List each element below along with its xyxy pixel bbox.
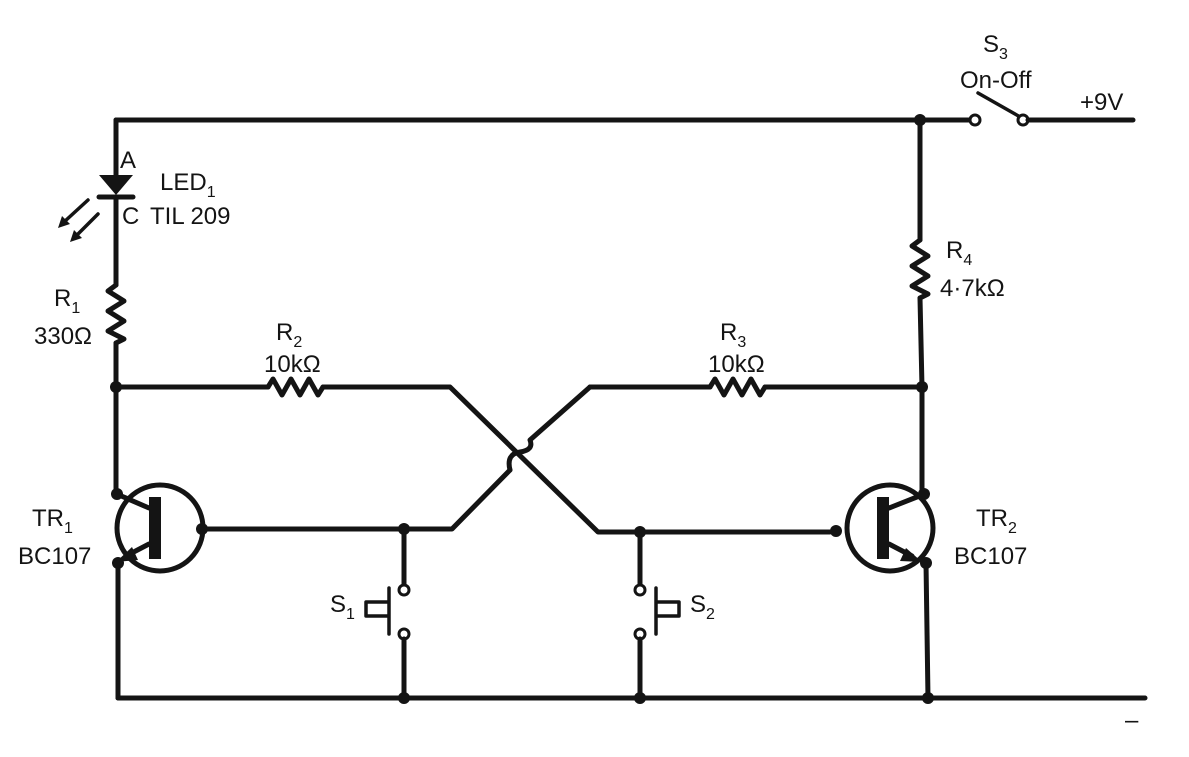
led-label: LED1 bbox=[160, 169, 216, 201]
s3-label: S3 bbox=[983, 31, 1008, 63]
r3-resistor bbox=[707, 376, 768, 398]
led-anode-label: A bbox=[120, 147, 136, 174]
node-s2-bottom bbox=[634, 692, 646, 704]
node-s1-bottom bbox=[398, 692, 410, 704]
tr2-collector-dot bbox=[918, 488, 930, 500]
r1-resistor bbox=[105, 282, 127, 346]
s3-terminal-left bbox=[968, 113, 982, 127]
r2-label: R2 bbox=[276, 319, 302, 351]
r1-value: 330Ω bbox=[34, 323, 92, 350]
r4-resistor bbox=[909, 237, 931, 301]
r2-resistor bbox=[265, 376, 326, 398]
r4-wire-bottom bbox=[917, 295, 925, 499]
crossover-hop bbox=[506, 384, 593, 473]
tr2-emitter-arrow bbox=[900, 548, 922, 562]
supply-positive-label: +9V bbox=[1080, 89, 1123, 116]
s1-terminal-top bbox=[397, 583, 411, 597]
tr1-collector-lead bbox=[116, 492, 152, 511]
s1-label: S1 bbox=[330, 591, 355, 623]
right-emitter-wire bbox=[923, 560, 931, 701]
r2-value: 10kΩ bbox=[264, 351, 321, 378]
r1-label: R1 bbox=[54, 285, 80, 317]
led-emission-arrows bbox=[58, 198, 100, 242]
led-cathode-label: C bbox=[122, 203, 139, 230]
tr1-part: BC107 bbox=[18, 543, 91, 570]
tr1-label: TR1 bbox=[32, 505, 73, 537]
led-part-label: TIL 209 bbox=[150, 203, 231, 230]
tr2-base-dot bbox=[830, 525, 842, 537]
s2-label: S2 bbox=[690, 591, 715, 623]
tr2-part: BC107 bbox=[954, 543, 1027, 570]
r2-wire-right bbox=[320, 384, 833, 535]
node-right-bottom bbox=[922, 692, 934, 704]
r4-value: 4·7kΩ bbox=[940, 275, 1005, 302]
tr1-collector-dot bbox=[111, 488, 123, 500]
tr2-label: TR2 bbox=[976, 505, 1017, 537]
s1-pushbutton bbox=[364, 586, 391, 636]
s2-pushbutton bbox=[654, 586, 681, 636]
tr2-base-plate bbox=[877, 497, 889, 559]
supply-negative-label: – bbox=[1125, 707, 1139, 734]
s2-terminal-top bbox=[633, 583, 647, 597]
s3-description: On-Off bbox=[960, 67, 1032, 94]
r3-label: R3 bbox=[720, 319, 746, 351]
s3-switch-arm bbox=[976, 91, 1024, 120]
tr2-collector-lead bbox=[886, 492, 925, 511]
r4-label: R4 bbox=[946, 237, 972, 269]
tr2-transistor bbox=[844, 482, 936, 574]
r3-value: 10kΩ bbox=[708, 351, 765, 378]
led-symbol bbox=[99, 175, 133, 195]
tr1-base-plate bbox=[149, 497, 161, 559]
tr1-base-wire bbox=[199, 467, 513, 532]
